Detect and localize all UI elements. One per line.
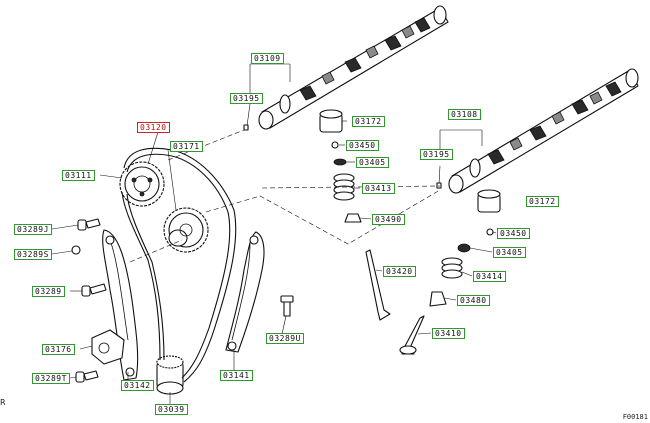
camshaft-lower	[448, 68, 639, 194]
chain-guide-left	[102, 229, 139, 381]
valve-parts-upper	[319, 109, 391, 321]
bolts	[71, 218, 294, 383]
callout-03142[interactable]: 03142	[121, 380, 154, 391]
callout-03480[interactable]: 03480	[457, 295, 490, 306]
callout-03289s[interactable]: 03289S	[14, 249, 52, 260]
callout-03195-upper[interactable]: 03195	[230, 93, 263, 104]
chain-tensioner	[91, 329, 125, 365]
callout-03176[interactable]: 03176	[42, 344, 75, 355]
camshaft-upper	[258, 5, 449, 130]
callout-03413[interactable]: 03413	[362, 183, 395, 194]
callout-03039[interactable]: 03039	[155, 404, 188, 415]
callout-03108[interactable]: 03108	[448, 109, 481, 120]
callout-03289j[interactable]: 03289J	[14, 224, 52, 235]
chain-guide-right	[225, 231, 265, 353]
callout-03405-upper[interactable]: 03405	[356, 157, 389, 168]
callout-03289[interactable]: 03289	[32, 286, 65, 297]
timing-chain	[121, 147, 237, 383]
cam-sprocket-lower	[163, 207, 209, 253]
callout-03195-lower[interactable]: 03195	[420, 149, 453, 160]
figure-id: F00181	[622, 413, 648, 421]
callout-03172-upper[interactable]: 03172	[352, 116, 385, 127]
corner-mark: R	[0, 398, 6, 407]
leader-lines	[51, 120, 501, 404]
callout-03414[interactable]: 03414	[473, 271, 506, 282]
callout-03141[interactable]: 03141	[220, 370, 253, 381]
cam-sprocket-upper	[119, 161, 165, 207]
callout-03450-upper[interactable]: 03450	[346, 140, 379, 151]
callout-03172-lower[interactable]: 03172	[526, 196, 559, 207]
callout-03171[interactable]: 03171	[170, 141, 203, 152]
crank-sprocket	[156, 355, 184, 395]
callout-03289t[interactable]: 03289T	[32, 373, 70, 384]
callout-03490[interactable]: 03490	[372, 214, 405, 225]
callout-03120[interactable]: 03120	[137, 122, 170, 133]
callout-03109[interactable]: 03109	[251, 53, 284, 64]
callout-03410[interactable]: 03410	[432, 328, 465, 339]
callout-03405-lower[interactable]: 03405	[493, 247, 526, 258]
callout-03420[interactable]: 03420	[383, 266, 416, 277]
callout-03111[interactable]: 03111	[62, 170, 95, 181]
callout-03289u[interactable]: 03289U	[266, 333, 304, 344]
callout-03450-lower[interactable]: 03450	[497, 228, 530, 239]
